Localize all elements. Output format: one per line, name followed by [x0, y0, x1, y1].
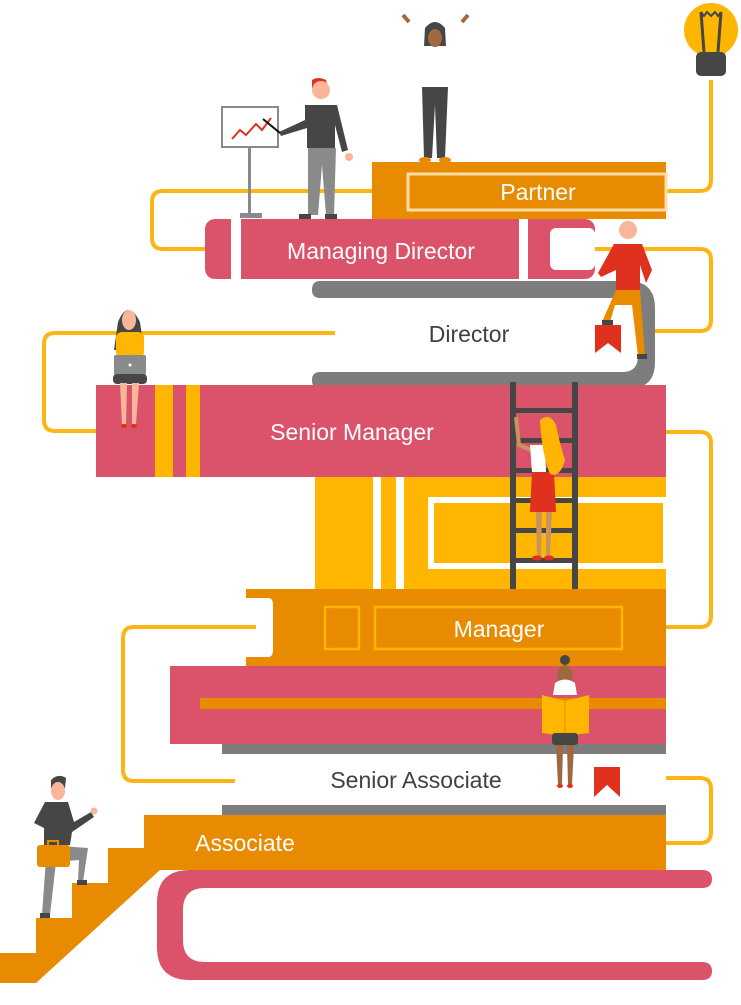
person-climbing-director [598, 221, 652, 359]
book-senior-associate: Senior Associate [222, 744, 666, 815]
lightbulb-icon [684, 3, 738, 76]
presentation-board-icon [221, 0, 279, 218]
level-label-managing-director: Managing Director [287, 238, 475, 264]
connector-director-sm [42, 331, 335, 433]
book-pink-middle [170, 666, 666, 744]
connector-manager-sa [121, 625, 256, 783]
staircase-icon [0, 815, 160, 983]
level-label-senior-manager: Senior Manager [270, 419, 434, 445]
person-laptop [113, 310, 147, 428]
bookmark-icon [595, 325, 621, 353]
connector-sm-manager [666, 430, 713, 629]
bookmark-icon [594, 767, 620, 797]
briefcase-icon [37, 845, 70, 867]
book-associate: Associate [144, 815, 666, 870]
book-bottom [157, 870, 712, 980]
book-manager: Manager [246, 589, 666, 666]
book-senior-manager: Senior Manager [96, 385, 666, 477]
book-director: Director [312, 281, 655, 389]
person-ladder-climber [514, 416, 565, 561]
person-celebrating [401, 13, 470, 163]
connector-lines [42, 80, 713, 845]
level-label-manager: Manager [454, 616, 545, 642]
level-label-senior-associate: Senior Associate [330, 767, 501, 793]
level-label-director: Director [429, 321, 510, 347]
level-label-associate: Associate [195, 830, 295, 856]
connector-sa-associate [666, 776, 713, 845]
person-briefcase-climber [34, 775, 98, 918]
person-reading [542, 655, 589, 788]
connector-partner-md [150, 189, 372, 251]
connector-md-director [590, 247, 713, 333]
person-presenter [262, 78, 353, 219]
book-managing-director: Managing Director [205, 219, 595, 279]
book-partner: Partner [372, 162, 668, 219]
book-yellow [315, 477, 669, 589]
level-label-partner: Partner [500, 179, 576, 205]
connector-bulb-partner [666, 80, 713, 193]
